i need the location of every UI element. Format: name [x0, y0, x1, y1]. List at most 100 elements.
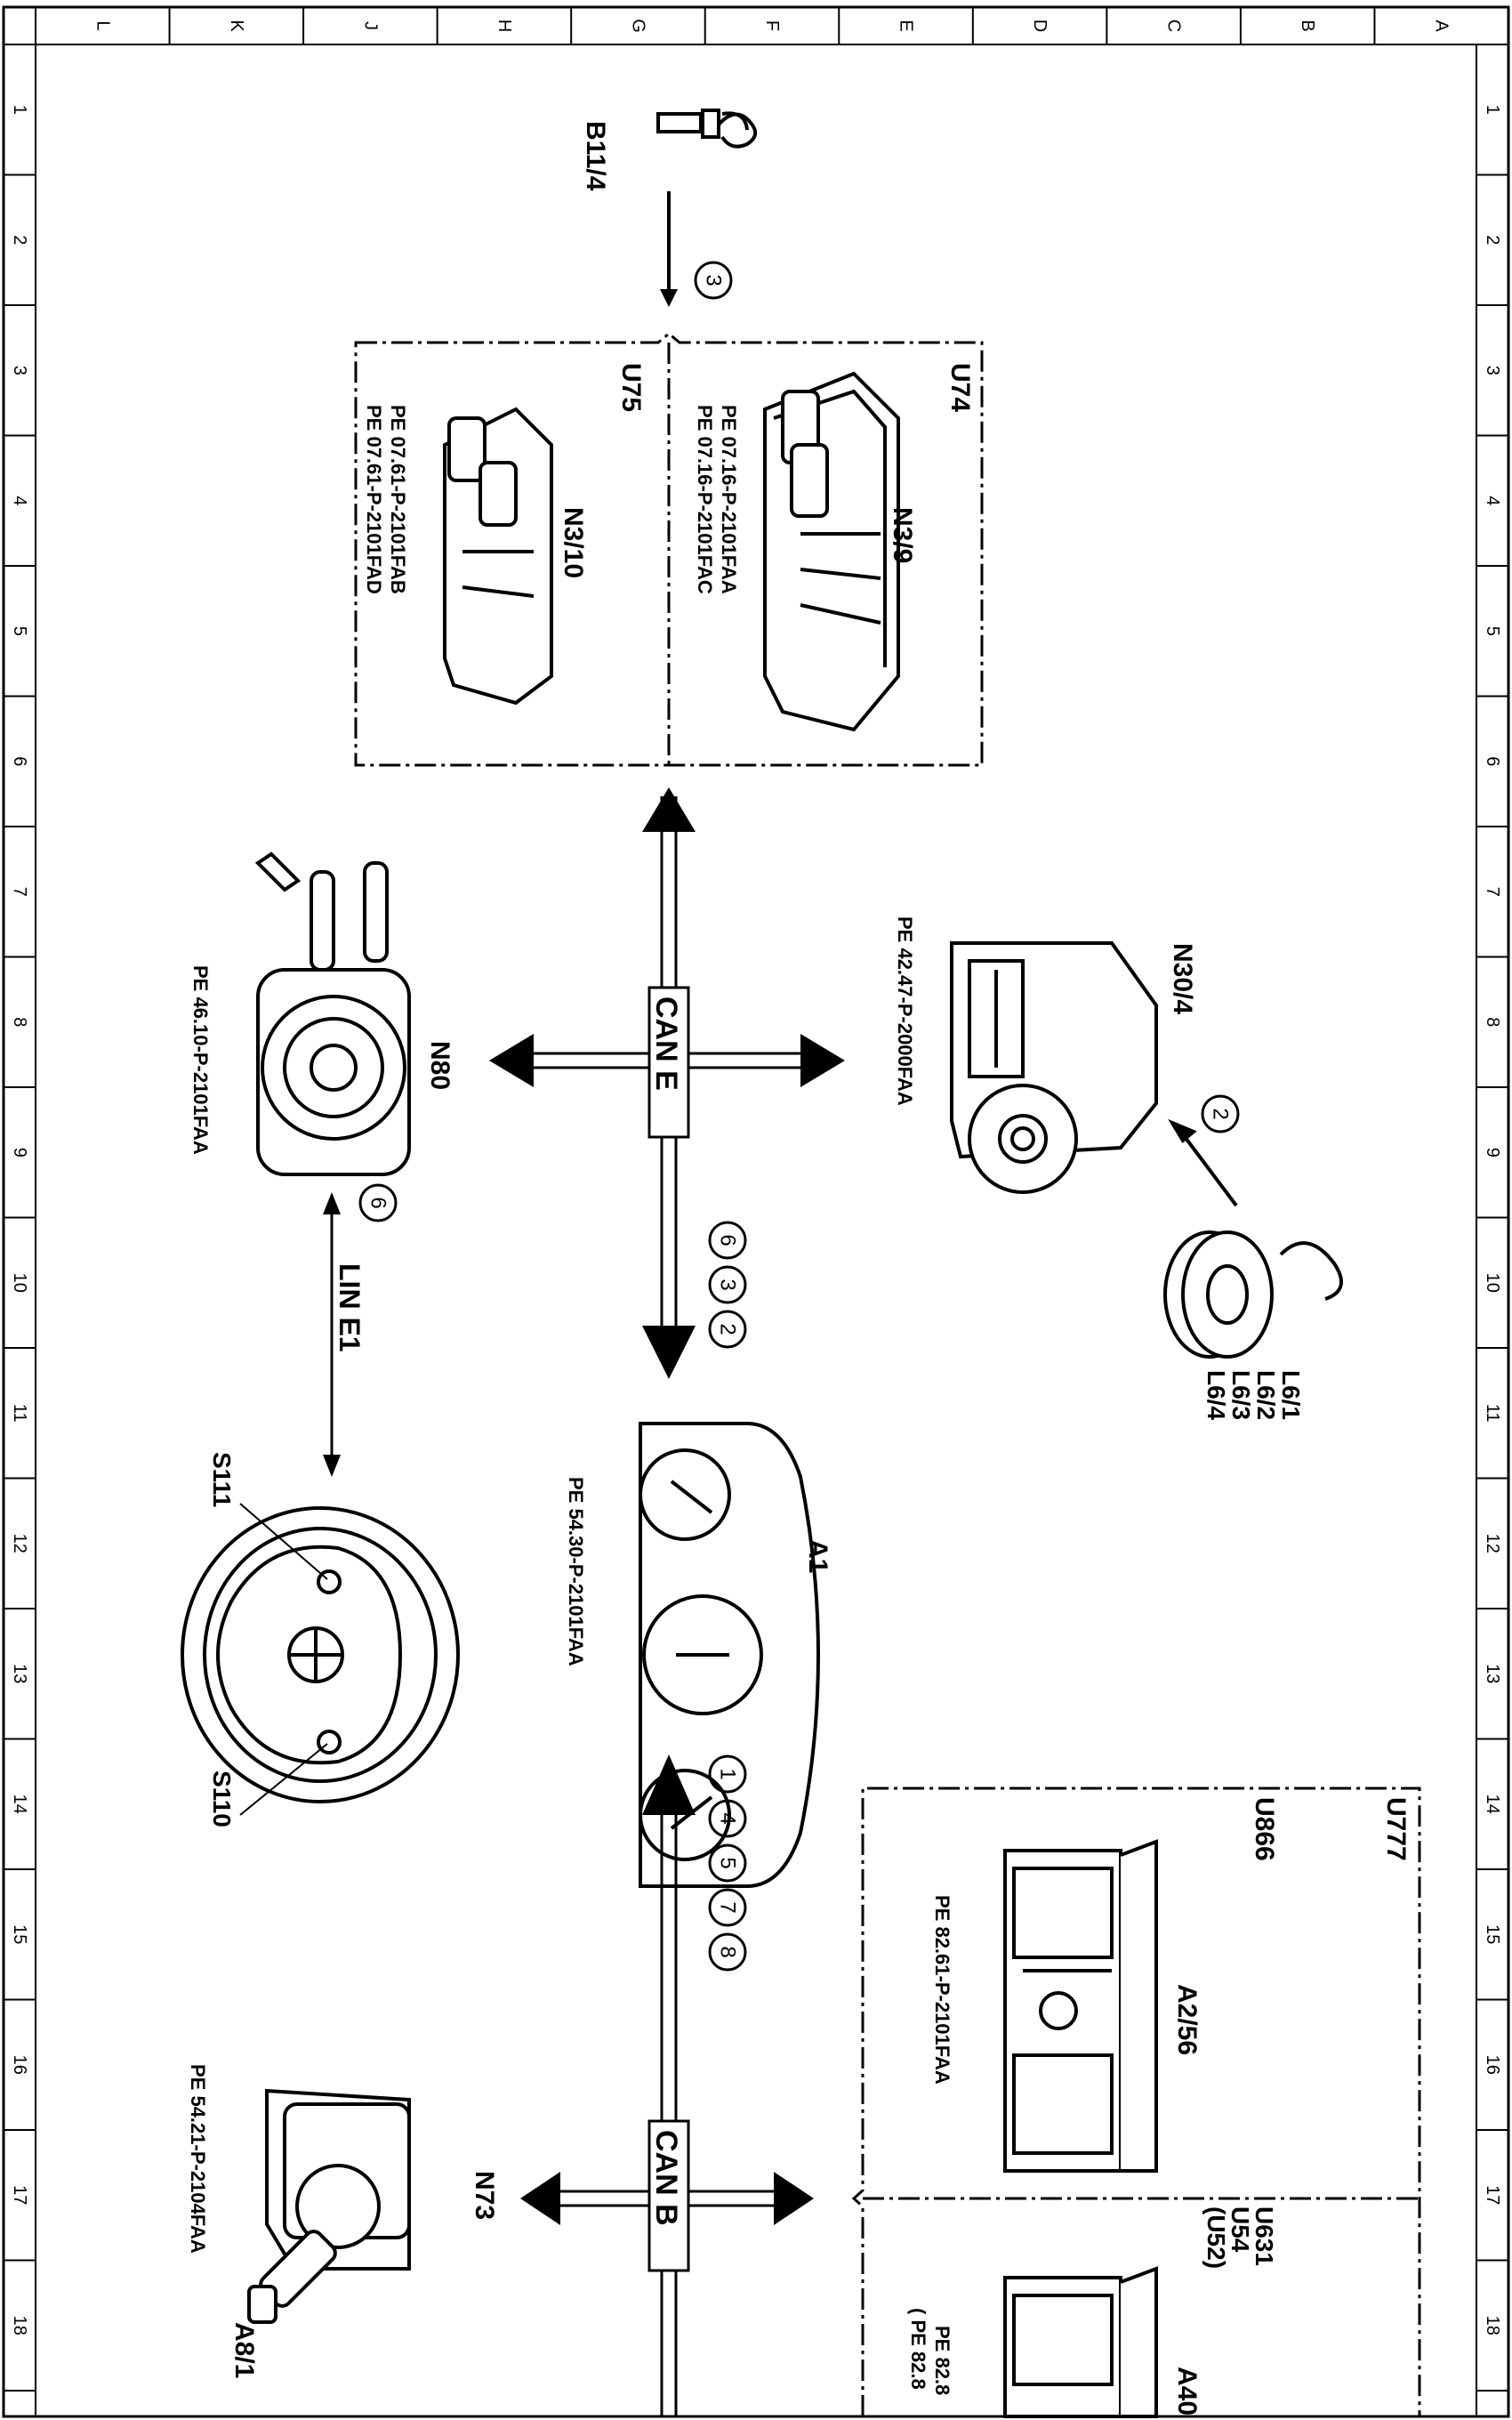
- row-label: 13: [1483, 1664, 1502, 1683]
- a2-56-ref: PE 82.61-P-2101FAA: [931, 1895, 953, 2085]
- row-label: 18: [10, 2316, 29, 2335]
- row-label: 1: [1483, 105, 1502, 115]
- row-label: 17: [1483, 2185, 1502, 2205]
- a1-ref: PE 54.30-P-2101FAA: [565, 1477, 587, 1666]
- n73-ref: PE 54.21-P-2104FAA: [187, 2064, 209, 2254]
- row-label: 12: [1483, 1534, 1502, 1553]
- marker-6-n80: 6: [358, 1183, 398, 1222]
- u74-label: U74: [945, 363, 975, 412]
- marker: 5: [716, 1857, 740, 1868]
- lin-e1-label: LIN E1: [334, 1263, 366, 1352]
- a40-unit[interactable]: U631 U54 (U52) A40 PE 82.8 ( PE 82.8: [907, 2206, 1278, 2418]
- column-label: K: [227, 20, 246, 32]
- u75-label: U75: [616, 363, 646, 412]
- esp-unit-icon: [950, 941, 1158, 1194]
- row-label: 11: [10, 1404, 29, 1423]
- s110-label: S110: [208, 1771, 236, 1827]
- u777-label: U777: [1381, 1797, 1411, 1861]
- row-ticks: [4, 44, 1508, 2392]
- s111-leader: [239, 1503, 328, 1580]
- lin-e1-bus: [323, 1192, 341, 1477]
- svg-text:2: 2: [1209, 1108, 1233, 1119]
- n3-10-label: N3/10: [559, 507, 588, 578]
- row-label: 7: [10, 887, 29, 897]
- n30-4-esp-control-unit[interactable]: N30/4 PE 42.47-P-2000FAA: [894, 916, 1197, 1194]
- row-label: 8: [1483, 1017, 1502, 1027]
- n3-10-ref-2: PE 07.61-P-2101FAD: [363, 405, 385, 594]
- row-label: 17: [10, 2185, 29, 2205]
- row-label: 4: [1483, 496, 1502, 505]
- audio-box: [851, 1787, 1421, 2416]
- a1-instrument-cluster[interactable]: A1 PE 54.30-P-2101FAA: [565, 1422, 832, 1888]
- row-label: 15: [1483, 1924, 1502, 1944]
- row-label: 4: [10, 496, 29, 505]
- row-label: 1: [10, 105, 29, 115]
- ecu-icon: [763, 371, 900, 732]
- column-ticks: [35, 7, 1509, 44]
- row-label: 15: [10, 1924, 29, 1944]
- head-unit-icon: [1003, 1839, 1158, 2173]
- marker: 7: [716, 1901, 740, 1913]
- row-label: 18: [1483, 2316, 1502, 2335]
- temperature-sensor-icon: [656, 109, 758, 149]
- column-label: G: [628, 19, 647, 33]
- n3-9-label: N3/9: [888, 507, 917, 563]
- wheel-speed-sensor-icon: [1163, 1230, 1343, 1359]
- l6-signal-arrow: [1168, 1118, 1238, 1207]
- svg-text:6: 6: [366, 1197, 390, 1208]
- a40-label: A40: [1172, 2367, 1202, 2416]
- row-label: 2: [1483, 235, 1502, 245]
- marker: 6: [716, 1234, 740, 1246]
- l6-4-label: L6/4: [1202, 1370, 1230, 1420]
- row-label: 13: [10, 1664, 29, 1683]
- can-e-label: CAN E: [649, 996, 683, 1091]
- l6-2-label: L6/2: [1252, 1370, 1280, 1420]
- can-b-bus: [520, 1754, 814, 2416]
- row-label: 14: [10, 1795, 29, 1814]
- ecu-icon: [443, 407, 553, 706]
- a2-56-radio-unit[interactable]: A2/56 PE 82.61-P-2101FAA: [931, 1839, 1202, 2173]
- row-label: 10: [1483, 1273, 1502, 1293]
- n3-10-ref-1: PE 07.61-P-2101FAB: [387, 405, 409, 594]
- steering-wheel[interactable]: S111 S110: [181, 1452, 460, 1827]
- row-label: 2: [10, 235, 29, 245]
- column-label: E: [897, 20, 916, 31]
- n73-ignition-switch[interactable]: N73 PE 54.21-P-2104FAA A8/1: [187, 2064, 499, 2378]
- svg-text:3: 3: [702, 274, 726, 286]
- s111-label: S111: [208, 1452, 236, 1507]
- row-label: 5: [10, 626, 29, 636]
- a1-label: A1: [803, 1539, 832, 1573]
- column-label: C: [1164, 20, 1184, 32]
- row-label: 6: [1483, 756, 1502, 766]
- column-label: A: [1432, 20, 1452, 32]
- n3-9-ref-1: PE 07.16-P-2101FAA: [718, 405, 740, 594]
- head-unit-icon: [1003, 2266, 1158, 2418]
- n3-9-ref-2: PE 07.16-P-2101FAC: [694, 405, 716, 594]
- l6-wheel-speed-sensors[interactable]: L6/1 L6/2 L6/3 L6/4: [1163, 1230, 1343, 1420]
- n3-9-engine-control-unit[interactable]: N3/9 PE 07.16-P-2101FAA PE 07.16-P-2101F…: [694, 371, 917, 732]
- can-b-label: CAN B: [649, 2130, 683, 2226]
- row-label: 3: [1483, 366, 1502, 375]
- u866-label: U866: [1250, 1797, 1279, 1861]
- ignition-switch-icon: [247, 2088, 411, 2324]
- can-e-markers: 6 3 2: [708, 1221, 747, 1349]
- b11-4-sensor[interactable]: B11/4: [581, 109, 758, 191]
- a40-ref-2: ( PE 82.8: [907, 2308, 929, 2390]
- a8-1-label: A8/1: [229, 2322, 259, 2378]
- b11-4-label: B11/4: [581, 121, 610, 191]
- n80-label: N80: [425, 1041, 454, 1090]
- row-label: 10: [10, 1273, 29, 1293]
- marker-2-l6: 2: [1201, 1094, 1240, 1133]
- engine-ecu-box: [354, 332, 984, 767]
- row-label: 5: [1483, 626, 1502, 636]
- n80-steering-column-module[interactable]: N80 PE 46.10-P-2101FAA: [189, 851, 454, 1176]
- n3-10-engine-control-unit[interactable]: N3/10 PE 07.61-P-2101FAB PE 07.61-P-2101…: [363, 405, 588, 706]
- row-label: 9: [10, 1148, 29, 1158]
- n30-4-ref: PE 42.47-P-2000FAA: [894, 916, 916, 1106]
- marker-3-b11: 3: [694, 261, 733, 300]
- l6-3-label: L6/3: [1227, 1370, 1255, 1420]
